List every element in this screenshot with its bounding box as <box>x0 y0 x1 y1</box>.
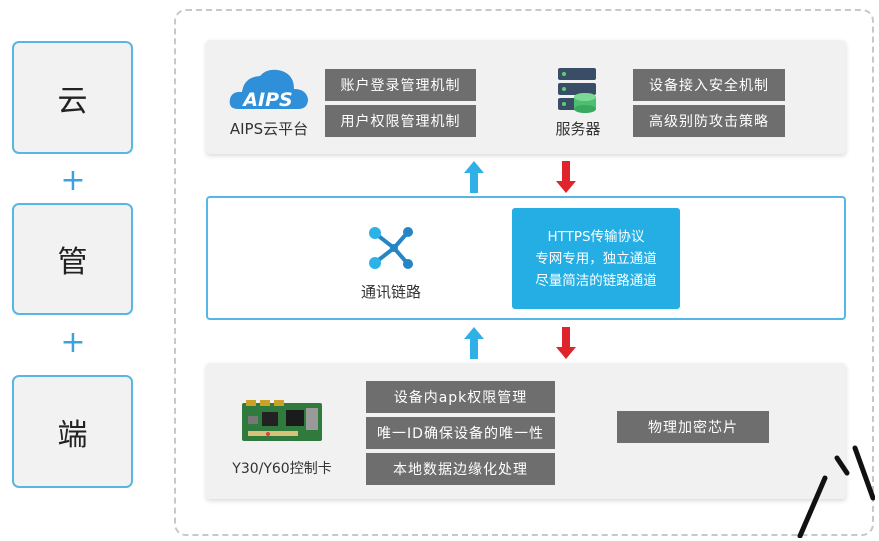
tile-pipe: 管 <box>12 203 133 315</box>
mechanism-user-permission: 用户权限管理机制 <box>325 105 476 137</box>
plus-sign-2: + <box>60 325 86 360</box>
pipe-label: 通讯链路 <box>360 283 421 301</box>
mechanism-account-login: 账户登录管理机制 <box>325 69 476 101</box>
server-icon <box>556 66 598 114</box>
aips-logo-text: AIPS <box>241 89 292 111</box>
platform-label: AIPS云平台 <box>229 120 309 138</box>
mechanism-unique-id: 唯一ID确保设备的唯一性 <box>366 417 555 449</box>
tile-device-label: 端 <box>57 417 88 453</box>
plus-sign-1: + <box>60 163 86 198</box>
arrow-down-icon <box>556 327 576 359</box>
arrow-down-icon <box>556 161 576 193</box>
callout-line-3: 尽量简洁的链路通道 <box>535 272 657 289</box>
mechanism-anti-attack: 高级别防攻击策略 <box>633 105 785 137</box>
cloud-icon: AIPS <box>229 69 308 111</box>
callout-line-1: HTTPS传输协议 <box>547 228 645 245</box>
mechanism-edge-processing: 本地数据边缘化处理 <box>366 453 555 485</box>
tile-device: 端 <box>12 375 133 488</box>
control-card-image <box>240 398 324 444</box>
watermark <box>797 445 875 538</box>
https-callout: HTTPS传输协议 专网专用，独立通道 尽量简洁的链路通道 <box>512 208 680 309</box>
mechanism-device-access: 设备接入安全机制 <box>633 69 785 101</box>
outer-frame <box>174 9 874 536</box>
server-label: 服务器 <box>555 120 601 138</box>
tile-pipe-label: 管 <box>57 245 88 280</box>
arrow-up-icon <box>464 161 484 193</box>
arrow-up-icon <box>464 327 484 359</box>
card-label: Y30/Y60控制卡 <box>232 461 332 477</box>
mechanism-apk-permission: 设备内apk权限管理 <box>366 381 555 413</box>
tile-cloud: 云 <box>12 41 133 154</box>
link-icon <box>364 224 416 272</box>
aips-cloud-logo: AIPS <box>228 63 312 113</box>
callout-line-2: 专网专用，独立通道 <box>535 250 657 267</box>
physical-encryption-chip: 物理加密芯片 <box>617 411 769 443</box>
tile-cloud-label: 云 <box>57 83 88 119</box>
